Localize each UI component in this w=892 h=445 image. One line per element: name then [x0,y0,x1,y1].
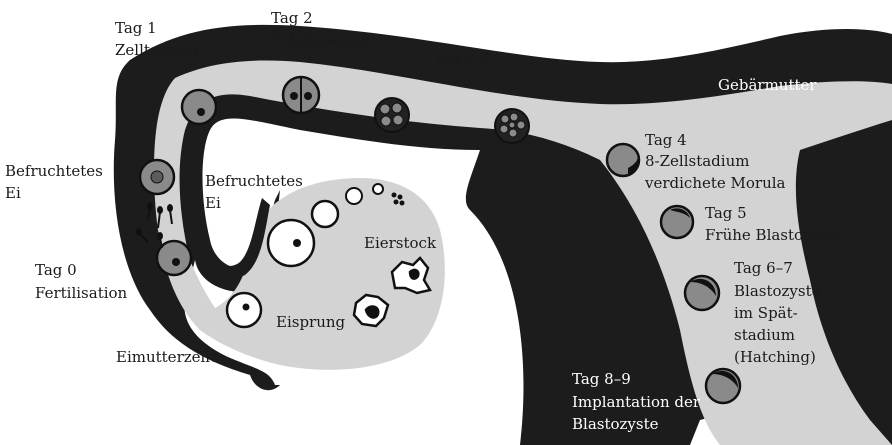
label-day5-title: Tag 5 [705,204,747,222]
label-day1-title: Tag 1 [115,19,157,37]
label-day67-sub1: Blastozyste [734,282,821,300]
label-day2-title: Tag 2 [271,9,313,27]
label-ovulation: Eisprung [276,313,346,331]
cell-fertilized-left [140,160,174,194]
label-fertilized-egg-mid-1: Befruchtetes [205,172,303,190]
label-day0-title: Tag 0 [35,261,77,279]
label-ovary: Eierstock [364,234,437,252]
cell-day3-morula [375,98,409,132]
cell-day2-two-cell [283,77,319,113]
label-day34: Tag 3–4 [433,49,492,67]
cell-day89-implantation [706,369,740,403]
label-day67-title: Tag 6–7 [734,259,793,277]
cell-day5-early-blastocyst [661,206,693,238]
label-day1-sub: Zellteilung [115,41,198,59]
label-day89-title: Tag 8–9 [572,370,631,388]
label-day67-sub3: stadium [734,326,795,344]
label-day4-sub1: 8-Zellstadium [645,152,749,170]
label-day0-sub: Fertilisation [35,284,128,302]
label-day4-title: Tag 4 [645,131,687,149]
label-day67-sub2: im Spät- [734,304,798,322]
label-day5-sub: Frühe Blastozyste [705,226,842,244]
cell-day4-compact-morula [607,144,639,176]
label-fertilized-egg-mid-2: Ei [205,194,221,212]
label-oocyte: Eimutterzelle [116,348,219,366]
label-day2-sub: 2-Zellstadium [271,31,375,49]
ovulated-egg [227,293,261,327]
cell-day1 [182,90,216,124]
cell-day67-late-blastocyst [685,276,719,310]
label-day89-sub2: Blastozyste [572,415,659,433]
label-day89-sub1: Implantation der [572,393,701,411]
cell-day4-morula [495,109,529,143]
label-day67-sub4: (Hatching) [734,348,816,366]
label-uterus: Gebärmutter [718,76,817,94]
label-fertilized-egg-left-1: Befruchtetes [5,162,103,180]
label-fertilized-egg-left-2: Ei [5,184,21,202]
label-day4-sub2: verdichete Morula [644,174,786,192]
